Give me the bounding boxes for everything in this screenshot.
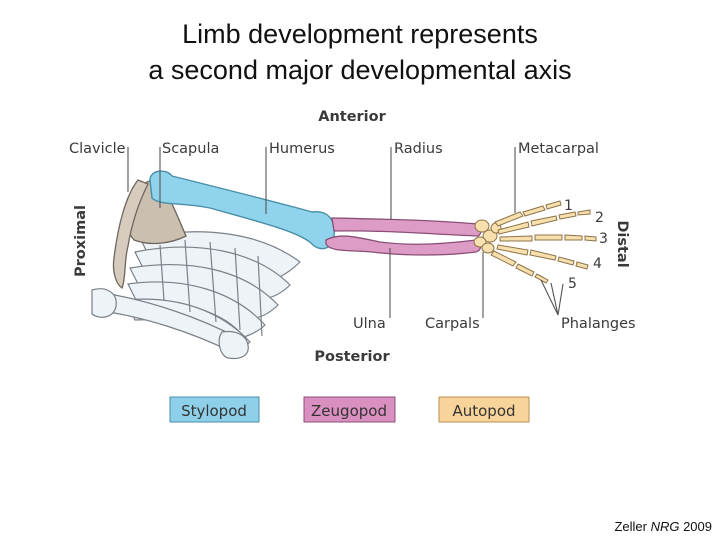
radius-label: Radius bbox=[394, 141, 443, 157]
shoulder-girdle bbox=[112, 179, 187, 289]
digit-number-4: 4 bbox=[593, 256, 602, 272]
carpals-label: Carpals bbox=[425, 316, 480, 332]
clavicle-label: Clavicle bbox=[69, 141, 126, 157]
humerus-label: Humerus bbox=[269, 141, 335, 157]
ulna-label: Ulna bbox=[353, 316, 386, 332]
citation-journal: NRG bbox=[650, 519, 680, 534]
legend-label-autopod: Autopod bbox=[452, 402, 515, 420]
clavicle-bone bbox=[112, 179, 149, 289]
legend: Stylopod Zeugopod Autopod bbox=[169, 396, 530, 423]
citation-author: Zeller bbox=[614, 519, 651, 534]
distal-label: Distal bbox=[614, 220, 630, 267]
title-line-2: a second major developmental axis bbox=[148, 55, 572, 85]
metacarpal-label: Metacarpal bbox=[518, 141, 599, 157]
legend-swatch-zeugopod bbox=[303, 396, 396, 423]
forearm-bones bbox=[325, 217, 482, 256]
phalanges-label: Phalanges bbox=[561, 316, 636, 332]
digit-number-3: 3 bbox=[599, 231, 608, 247]
citation: Zeller NRG 2009 bbox=[614, 519, 712, 534]
scapula-label: Scapula bbox=[162, 141, 219, 157]
citation-year: 2009 bbox=[679, 519, 712, 534]
anterior-label: Anterior bbox=[318, 109, 386, 125]
ulna-bone bbox=[325, 235, 482, 256]
proximal-label: Proximal bbox=[73, 205, 89, 277]
legend-label-zeugopod: Zeugopod bbox=[311, 402, 387, 420]
posterior-label: Posterior bbox=[314, 349, 390, 365]
legend-swatch-autopod bbox=[438, 396, 530, 423]
humerus-bone bbox=[149, 170, 335, 250]
title-line-1: Limb development represents bbox=[182, 19, 538, 49]
legend-swatch-stylopod bbox=[169, 396, 260, 423]
slide-title: Limb development represents a second maj… bbox=[0, 16, 720, 88]
legend-label-stylopod: Stylopod bbox=[181, 402, 247, 420]
digit-number-5: 5 bbox=[568, 276, 577, 292]
hand-bones bbox=[473, 200, 597, 284]
leader-lines bbox=[127, 147, 564, 318]
rib-cage bbox=[91, 231, 301, 360]
digit-number-2: 2 bbox=[595, 210, 604, 226]
radius-bone bbox=[331, 217, 482, 237]
digit-number-1: 1 bbox=[564, 198, 573, 214]
